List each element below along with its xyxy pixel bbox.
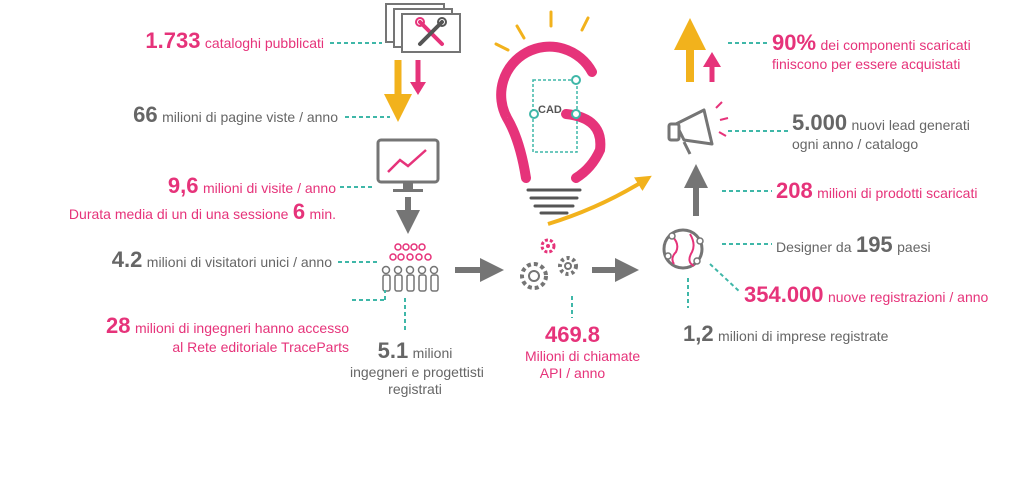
stat-leads-text: nuovi lead generati <box>851 117 970 133</box>
stat-engineers-line2: al Rete editoriale TraceParts <box>172 339 349 356</box>
stat-registered-line2: ingegneri e progettisti <box>350 364 484 381</box>
gears-icon <box>520 238 578 290</box>
stat-api-value: 469.8 <box>544 322 601 347</box>
stat-companies: 1,2 milioni di imprese registrate <box>683 321 888 347</box>
stat-pageviews-text: milioni di pagine viste / anno <box>162 109 338 125</box>
stat-designers: Designer da 195 paesi <box>776 232 931 258</box>
stat-registered-line3: registrati <box>388 381 442 398</box>
stat-downloads: 208 milioni di prodotti scaricati <box>776 178 977 204</box>
stat-pageviews-value: 66 <box>133 102 158 127</box>
stat-registered: 5.1 milioni ingegneri e progettisti regi… <box>350 338 484 398</box>
upward-arrows <box>674 18 721 82</box>
stat-engineers: 28 milioni di ingegneri hanno accesso al… <box>106 313 349 356</box>
stat-unique-text: milioni di visitatori unici / anno <box>146 254 332 270</box>
stat-visits-duration-unit: min. <box>309 206 336 223</box>
stat-catalogs-text: cataloghi pubblicati <box>204 35 324 51</box>
stat-downloads-text: milioni di prodotti scaricati <box>817 185 978 201</box>
bulb-cad-label: CAD <box>538 104 562 116</box>
stat-api: 469.8 Milioni di chiamate API / anno <box>525 322 641 382</box>
stat-leads-line2: ogni anno / catalogo <box>792 136 919 153</box>
stat-designers-text: Designer da <box>776 239 852 255</box>
curved-arrow <box>547 175 652 226</box>
stat-designers-text2: paesi <box>897 239 931 255</box>
stat-companies-value: 1,2 <box>683 321 714 346</box>
stat-api-line2: Milioni di chiamate <box>525 348 641 365</box>
stat-visits-text: milioni di visite / anno <box>202 180 336 196</box>
lightbulb-cad-icon <box>494 10 606 215</box>
stat-visits-duration-value: 6 <box>292 199 306 225</box>
stat-newreg-text: nuove registrazioni / anno <box>827 289 989 305</box>
megaphone-icon <box>667 101 729 155</box>
stat-companies-text: milioni di imprese registrate <box>718 328 889 344</box>
stat-registered-value: 5.1 <box>377 338 409 363</box>
connector-lines <box>330 42 788 330</box>
stat-visits: 9,6 milioni di visite / anno Durata medi… <box>69 173 336 226</box>
stat-visits-duration-text: Durata media di un di una sessione <box>68 206 289 223</box>
stat-unique-value: 4.2 <box>111 247 143 272</box>
stat-unique-visitors: 4.2 milioni di visitatori unici / anno <box>112 247 332 273</box>
stat-api-line3: API / anno <box>539 365 606 382</box>
stat-leads-value: 5.000 <box>792 110 848 135</box>
stat-catalogs-value: 1.733 <box>145 28 201 53</box>
stat-pageviews: 66 milioni di pagine viste / anno <box>133 102 338 128</box>
stat-downloads-value: 208 <box>776 178 813 203</box>
stat-purchase-value: 90% <box>772 30 817 55</box>
stat-purchase: 90% dei componenti scaricati finiscono p… <box>772 30 971 73</box>
downward-arrows <box>384 60 426 122</box>
stat-newreg-value: 354.000 <box>744 282 824 307</box>
catalog-tools-icon <box>385 3 461 53</box>
globe-icon <box>662 228 704 270</box>
stat-registered-text: milioni <box>412 345 453 361</box>
stat-new-registrations: 354.000 nuove registrazioni / anno <box>744 282 988 308</box>
stat-purchase-text: dei componenti scaricati <box>820 37 971 53</box>
stat-visits-value: 9,6 <box>167 173 199 198</box>
stat-engineers-text: milioni di ingegneri hanno accesso <box>134 320 349 336</box>
stat-designers-value: 195 <box>855 232 893 257</box>
people-crowd-icon <box>381 243 439 292</box>
stat-leads: 5.000 nuovi lead generati ogni anno / ca… <box>792 110 970 153</box>
stat-engineers-value: 28 <box>106 313 131 338</box>
monitor-chart-icon <box>376 138 440 192</box>
stat-purchase-line2: finiscono per essere acquistati <box>772 56 961 73</box>
stat-catalogs: 1.733 cataloghi pubblicati <box>145 28 324 54</box>
